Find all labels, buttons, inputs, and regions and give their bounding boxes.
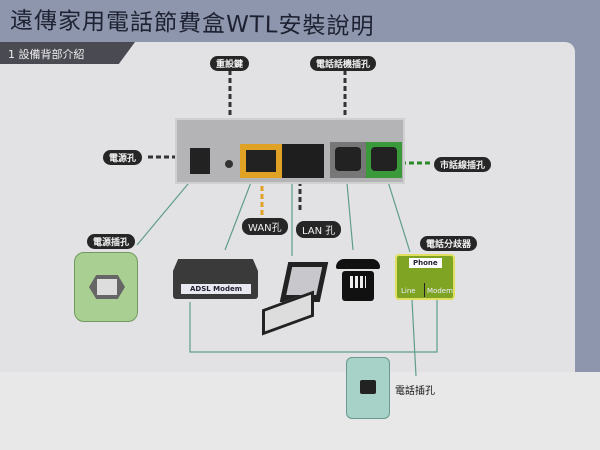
label-lan: LAN 孔 — [296, 221, 342, 238]
wall-phone-jack-icon — [346, 357, 390, 419]
label-splitter: 電話分歧器 — [420, 236, 478, 251]
label-wan: WAN孔 — [242, 218, 288, 235]
splitter-icon: Phone Line Modem — [395, 254, 455, 300]
label-power-port: 電源孔 — [103, 150, 143, 165]
lower-page — [0, 372, 600, 450]
splitter-phone-label: Phone — [409, 258, 442, 268]
reset-button — [225, 160, 233, 168]
label-phone-port: 電話話機插孔 — [310, 56, 377, 71]
power-outlet-icon — [74, 252, 138, 322]
power-port — [190, 148, 210, 174]
adsl-modem-icon: ADSL Modem — [173, 259, 258, 299]
line-port — [366, 142, 402, 178]
diagram-card — [0, 42, 575, 402]
telephone-icon — [336, 259, 380, 303]
label-wall-jack: 電話插孔 — [395, 386, 435, 397]
laptop-icon — [262, 262, 330, 336]
label-power-outlet: 電源插孔 — [87, 234, 136, 249]
lan-port — [282, 144, 324, 178]
label-line-port: 市話線插孔 — [434, 157, 492, 172]
phone-port — [330, 142, 366, 178]
label-reset: 重設鍵 — [210, 56, 250, 71]
wtl-device-back — [175, 118, 405, 184]
splitter-line-label: Line — [401, 287, 416, 295]
section-header: 1 設備背部介紹 — [0, 42, 135, 64]
splitter-modem-label: Modem — [427, 287, 453, 295]
modem-label: ADSL Modem — [181, 284, 251, 294]
wan-port — [240, 144, 282, 178]
